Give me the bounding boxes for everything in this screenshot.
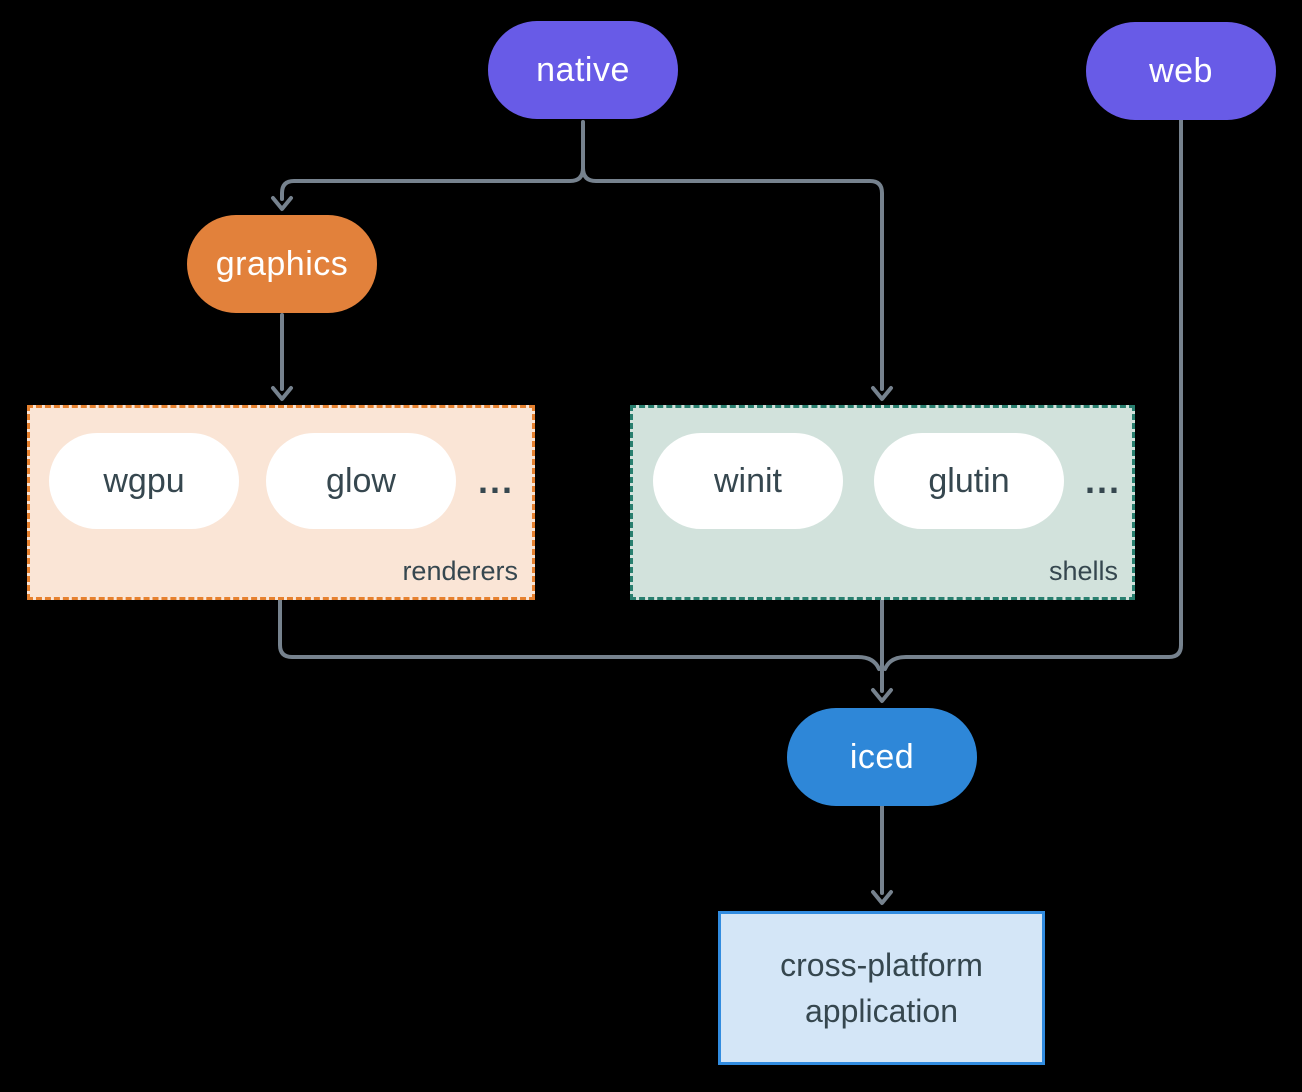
node-web-label: web — [1149, 51, 1213, 90]
node-graphics: graphics — [187, 215, 377, 313]
group-shells-label: shells — [1048, 556, 1118, 586]
arrowhead-graphics — [271, 196, 293, 211]
node-native-label: native — [536, 50, 630, 89]
group-renderers: wgpu glow ... renderers — [27, 405, 535, 600]
node-graphics-label: graphics — [215, 244, 349, 283]
node-glutin: glutin — [874, 433, 1064, 529]
node-glutin-label: glutin — [928, 461, 1010, 500]
edge-renderers-iced — [278, 596, 881, 671]
node-winit: winit — [653, 433, 843, 529]
arrowhead-application — [871, 890, 893, 905]
arrowhead-iced — [871, 688, 893, 703]
node-winit-label: winit — [713, 461, 783, 500]
edge-web-iced — [883, 118, 1183, 671]
node-iced: iced — [787, 708, 977, 806]
node-application-label: cross-platform application — [780, 946, 983, 1029]
node-wgpu-label: wgpu — [103, 461, 185, 500]
node-glow-label: glow — [326, 461, 396, 500]
arrowhead-renderers — [271, 386, 293, 401]
node-web: web — [1086, 22, 1276, 120]
node-native: native — [488, 21, 678, 119]
edge-native-shells — [581, 166, 884, 391]
renderers-ellipsis: ... — [478, 460, 515, 501]
node-glow: glow — [266, 433, 456, 529]
node-iced-label: iced — [849, 737, 915, 776]
edge-native-graphics — [280, 166, 585, 201]
shells-ellipsis: ... — [1085, 460, 1122, 501]
node-application: cross-platform application — [718, 911, 1045, 1065]
arrowhead-shells — [871, 386, 893, 401]
group-shells: winit glutin ... shells — [630, 405, 1135, 600]
group-renderers-label: renderers — [402, 556, 518, 586]
node-wgpu: wgpu — [49, 433, 239, 529]
